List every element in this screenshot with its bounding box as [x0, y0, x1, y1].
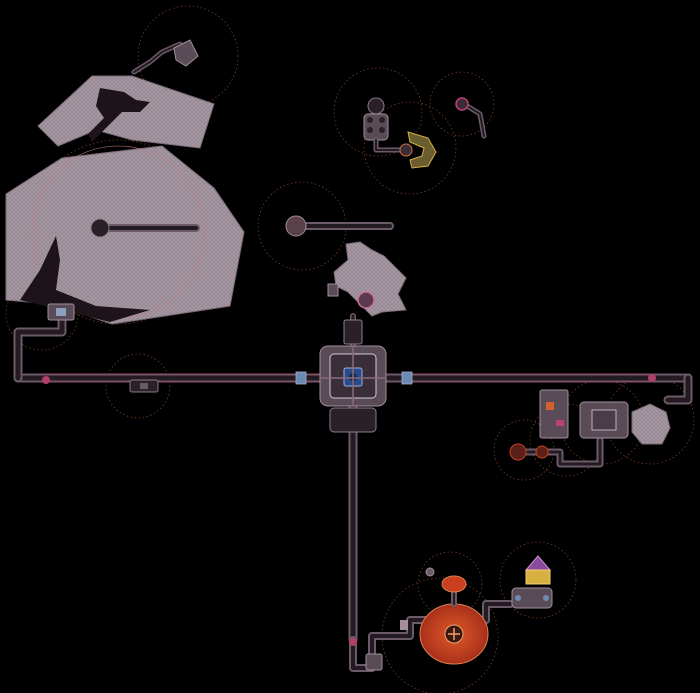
ring-south-small: [417, 551, 483, 617]
vent-icon: [42, 376, 50, 384]
telescope: [285, 215, 394, 237]
ring-mini-pod: [429, 71, 495, 137]
ring-crew-pod: [333, 67, 423, 157]
left-outpost: [129, 379, 159, 393]
ring-top-left: [137, 5, 239, 107]
south-reactor: [419, 567, 489, 665]
mini-pod: [455, 97, 487, 139]
east-cluster: [509, 389, 671, 461]
left-airlock: [42, 303, 656, 384]
pod-icon: [367, 97, 385, 115]
zone-big-dome: [5, 145, 245, 325]
central-hub: [295, 319, 413, 433]
ring-south-reactor: [381, 577, 499, 693]
south-west-airlock: [349, 620, 408, 671]
ring-east-d: [605, 375, 695, 465]
south-pod: [511, 555, 553, 609]
vent-icon-east: [648, 374, 656, 382]
zone-upper-sail: [37, 39, 215, 149]
crew-pod: [363, 97, 437, 169]
dome-node: [90, 218, 110, 238]
ring-left-small: [105, 353, 171, 419]
sail-tip-room: [173, 39, 199, 67]
ring-south-pod: [499, 541, 577, 619]
zone-gear: [327, 241, 407, 317]
ring-crescent: [363, 101, 457, 195]
door-icon: [56, 308, 66, 316]
